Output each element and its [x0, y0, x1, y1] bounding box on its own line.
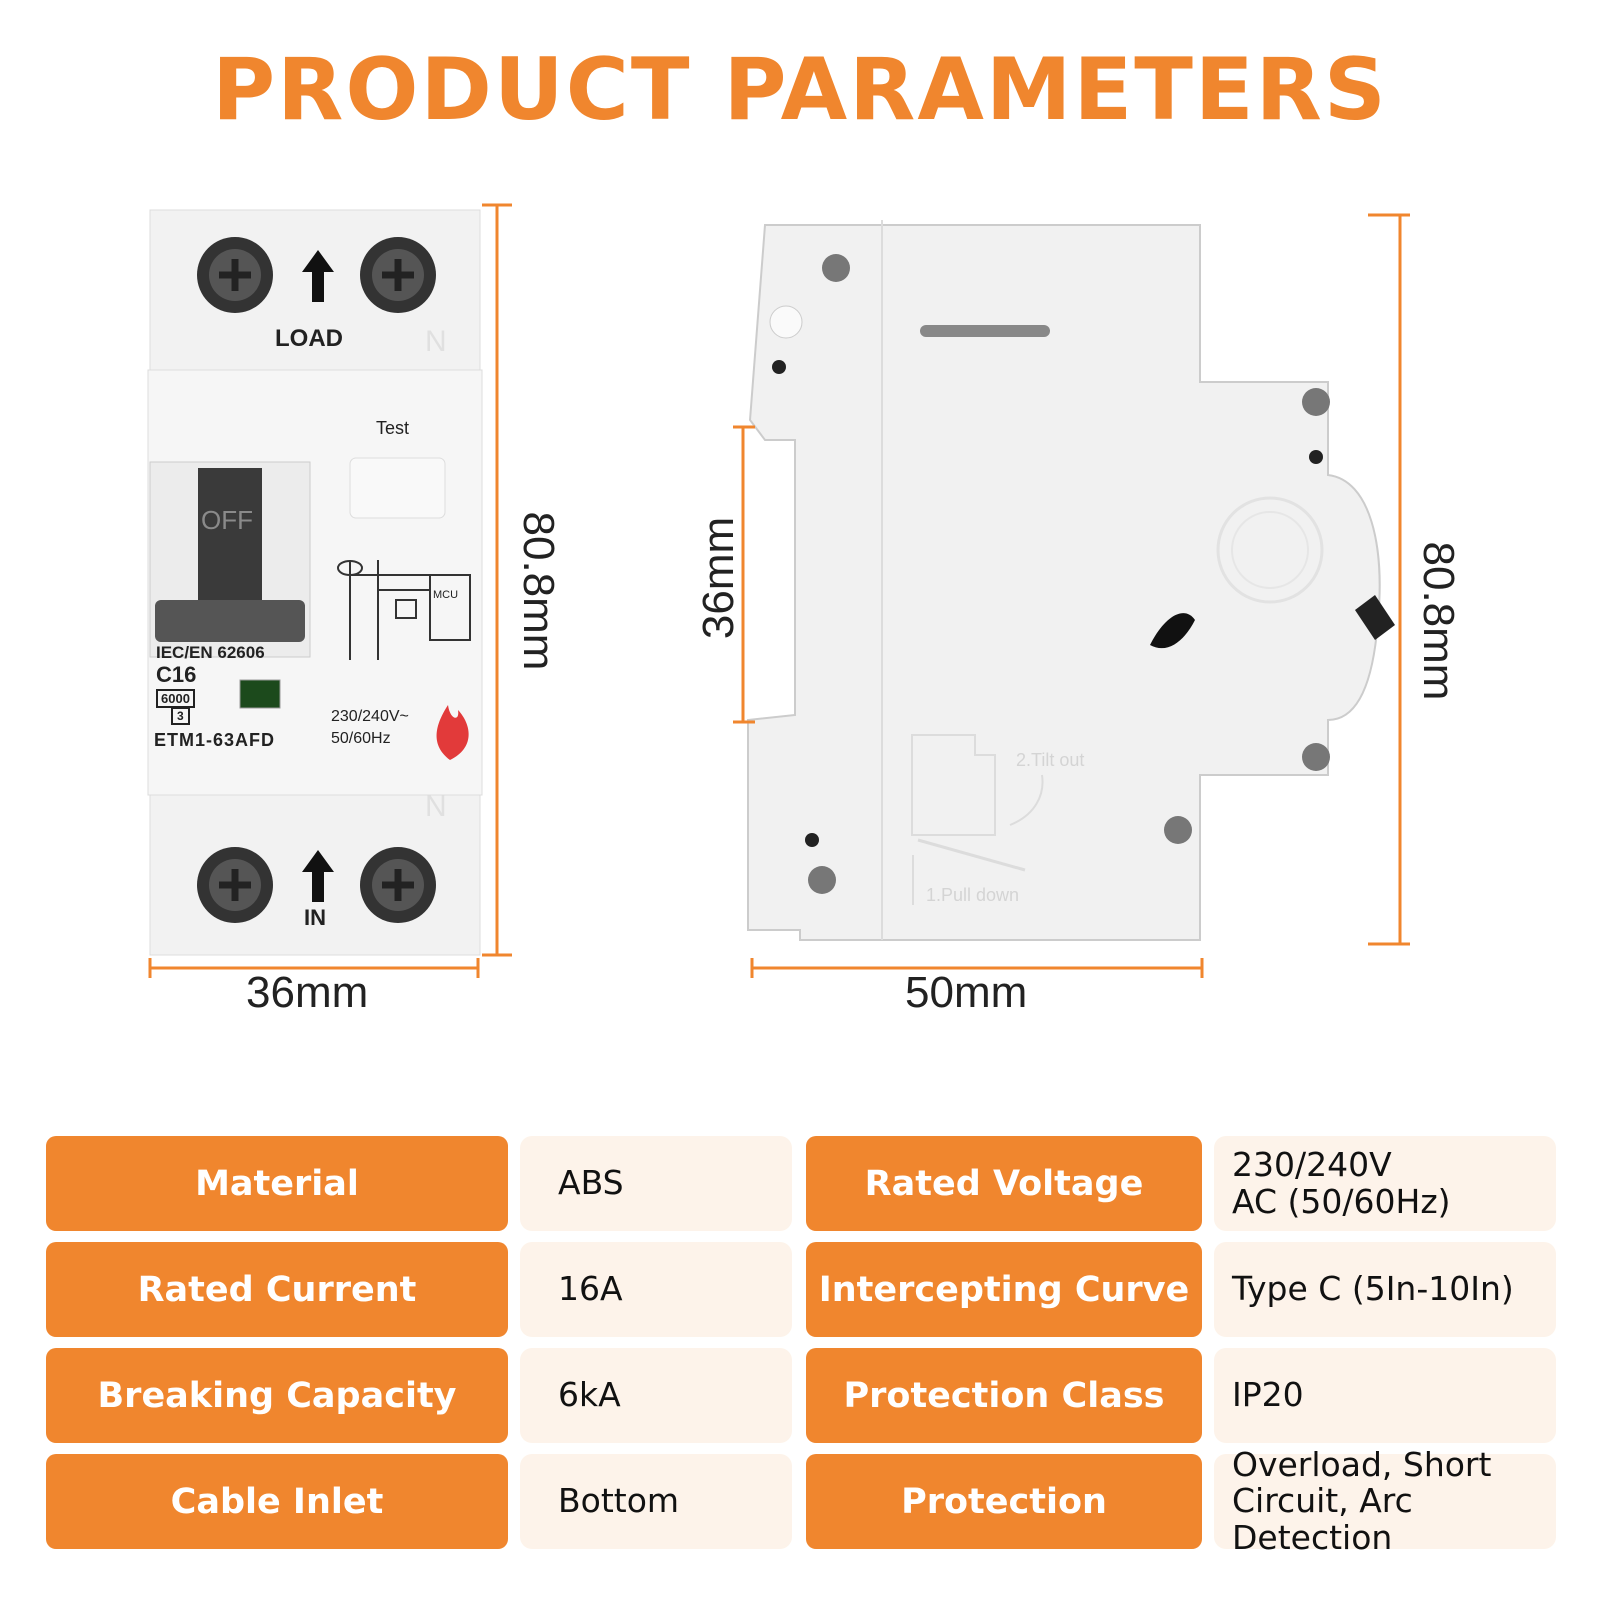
- param-value: Type C (5In-10In): [1214, 1242, 1556, 1337]
- side-height-dimension: 80.8mm: [1414, 541, 1463, 701]
- page-title: PRODUCT PARAMETERS: [212, 40, 1388, 140]
- rivet: [1164, 816, 1192, 844]
- param-key: Breaking Capacity: [46, 1348, 508, 1443]
- n-label: N: [425, 325, 447, 358]
- in-label: IN: [304, 905, 326, 930]
- front-width-dimension: 36mm: [246, 968, 369, 1017]
- rating-label: C16: [156, 662, 197, 687]
- test-label: Test: [376, 418, 410, 438]
- param-value: 230/240V AC (50/60Hz): [1214, 1136, 1556, 1231]
- rail-dimension: 36mm: [694, 516, 743, 640]
- arrow-up-icon: [302, 250, 334, 302]
- tilt-out-label: 2.Tilt out: [1016, 750, 1085, 770]
- param-key: Intercepting Curve: [806, 1242, 1202, 1337]
- model-label: ETM1-63AFD: [154, 730, 276, 750]
- rivet: [822, 254, 850, 282]
- table-row: Breaking Capacity 6kA Protection Class I…: [46, 1348, 1556, 1443]
- standard-label: IEC/EN 62606: [156, 643, 265, 662]
- param-key: Rated Current: [46, 1242, 508, 1337]
- n-label: N: [425, 790, 447, 823]
- mcu-label: MCU: [433, 589, 459, 601]
- class-label: 3: [171, 707, 190, 725]
- pull-down-label: 1.Pull down: [926, 885, 1020, 905]
- product-figure: LOAD IN Test OFF IEC/EN 62606 C16 6000 3…: [147, 203, 1463, 1017]
- capacity-label: 6000: [156, 689, 195, 708]
- rivet: [1302, 388, 1330, 416]
- load-label: LOAD: [275, 325, 343, 352]
- table-row: Rated Current 16A Intercepting Curve Typ…: [46, 1242, 1556, 1337]
- flame-icon: [436, 705, 469, 760]
- side-width-dimension: 50mm: [905, 968, 1028, 1017]
- parameters-table: Material ABS Rated Voltage 230/240V AC (…: [46, 1136, 1556, 1560]
- param-value: 16A: [520, 1242, 792, 1337]
- rivet: [808, 866, 836, 894]
- param-value: ABS: [520, 1136, 792, 1231]
- side-view: [733, 213, 1410, 978]
- front-height-dimension: 80.8mm: [514, 511, 563, 671]
- param-key: Protection: [806, 1454, 1202, 1549]
- frequency-label: 50/60Hz: [331, 730, 391, 747]
- table-row: Cable Inlet Bottom Protection Overload, …: [46, 1446, 1556, 1555]
- param-value: IP20: [1214, 1348, 1556, 1443]
- arrow-up-icon: [302, 850, 334, 902]
- param-value: 6kA: [520, 1348, 792, 1443]
- param-key: Material: [46, 1136, 508, 1231]
- rivet: [1302, 743, 1330, 771]
- front-view: [147, 203, 512, 978]
- param-key: Rated Voltage: [806, 1136, 1202, 1231]
- param-key: Protection Class: [806, 1348, 1202, 1443]
- table-row: Material ABS Rated Voltage 230/240V AC (…: [46, 1136, 1556, 1231]
- off-label: OFF: [201, 505, 253, 535]
- param-key: Cable Inlet: [46, 1454, 508, 1549]
- param-value: Bottom: [520, 1454, 792, 1549]
- toggle-lever: [198, 468, 262, 618]
- ce-mark-icon: [1216, 496, 1324, 604]
- voltage-label: 230/240V~: [331, 708, 409, 725]
- param-value: Overload, Short Circuit, Arc Detection: [1214, 1446, 1556, 1555]
- product-drawing: [147, 203, 1410, 978]
